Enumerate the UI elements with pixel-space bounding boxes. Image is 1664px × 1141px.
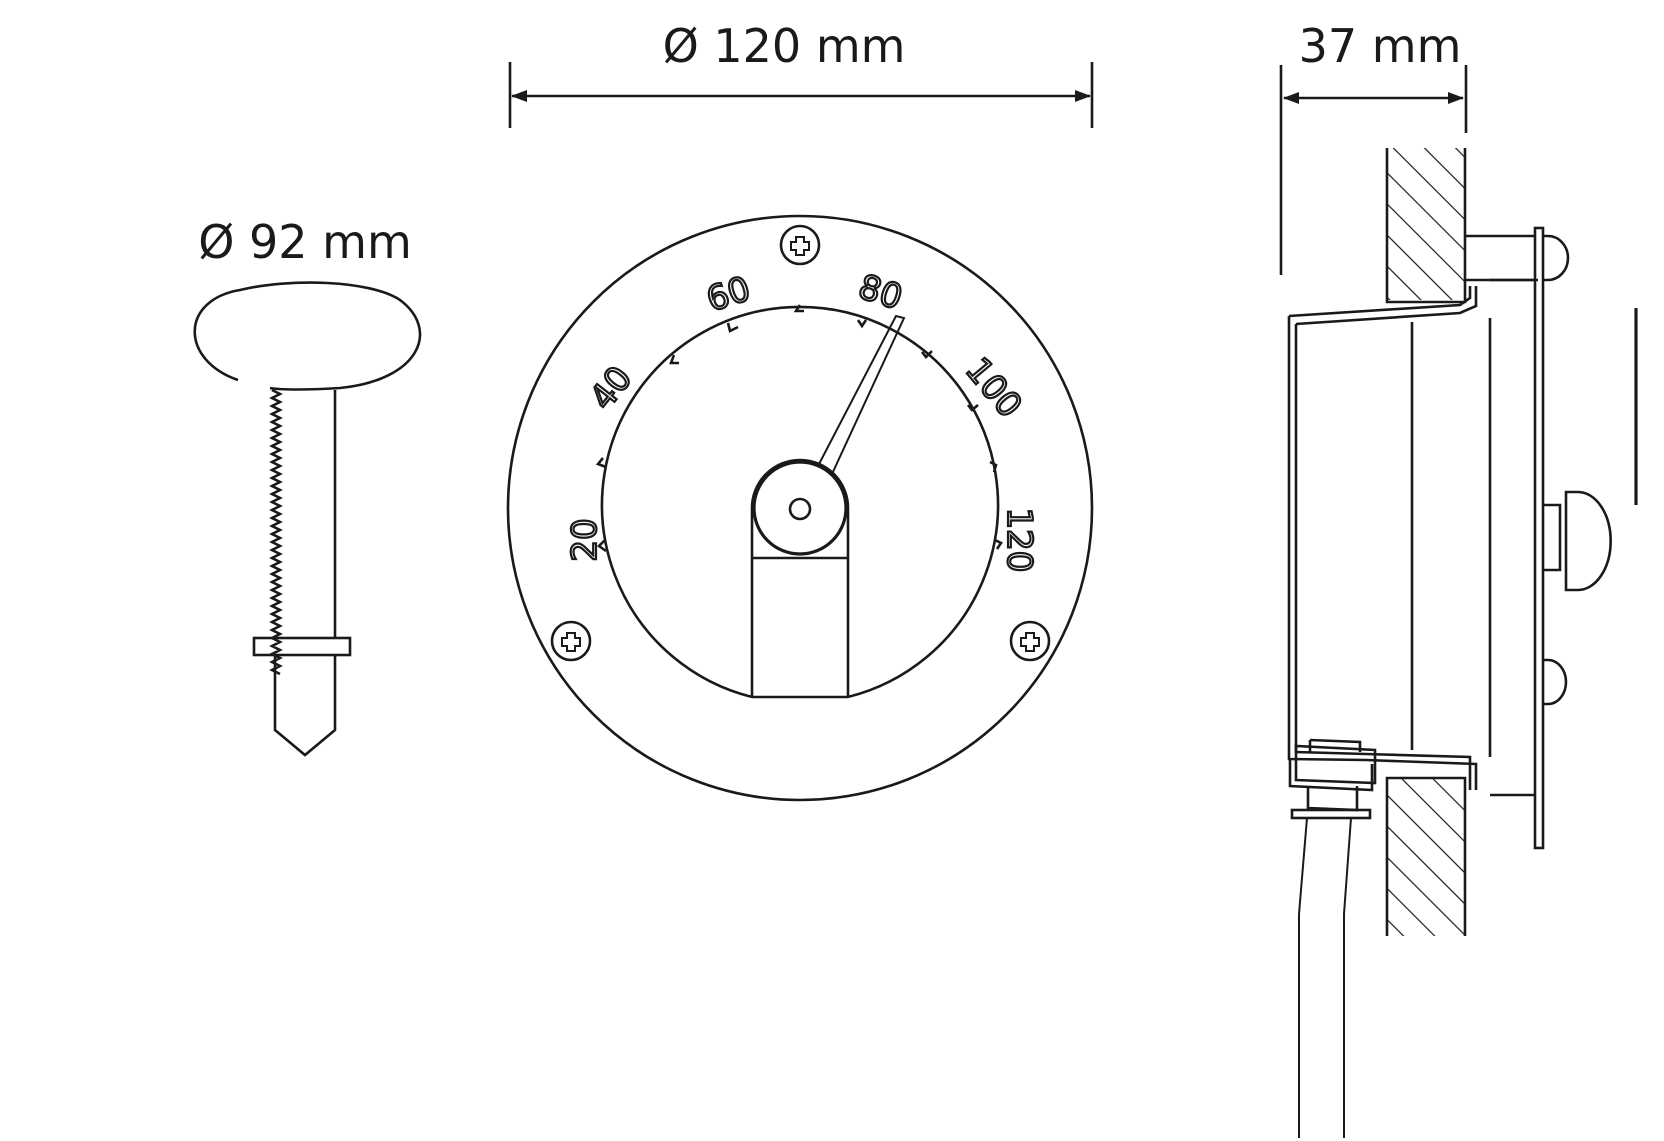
scale-ticks: [595, 304, 1003, 553]
scale-label-40: 40: [582, 359, 640, 418]
needle-housing: [750, 458, 850, 697]
backplate-ellipse: [193, 281, 422, 391]
screw-right: [1009, 620, 1051, 662]
scale-arc: [600, 305, 1000, 699]
adjustment-knob: [1564, 490, 1612, 592]
scale-label-20: 20: [565, 518, 605, 561]
front-plate: [1533, 226, 1545, 850]
side-section-view: 37 mm: [1279, 19, 1638, 1138]
dial-outer-rim: [506, 214, 1094, 802]
needle-hub: [752, 460, 848, 556]
backplate-diameter-label: Ø 92 mm: [198, 215, 412, 269]
scale-label-100: 100: [957, 350, 1029, 425]
dial-diameter-label: Ø 120 mm: [663, 19, 906, 73]
mount-depth-label: 37 mm: [1299, 19, 1462, 73]
wall-section-top: [1385, 148, 1467, 304]
needle: [817, 314, 906, 475]
bottom-screw-head: [1543, 658, 1568, 706]
top-screw-head: [1543, 234, 1570, 282]
hub-pin: [788, 497, 812, 521]
top-screw-shank: [1466, 234, 1535, 282]
screw-tip: [273, 655, 337, 757]
screw-left: [550, 620, 592, 662]
threaded-edge: [269, 388, 283, 676]
sensor-cable: [1298, 817, 1352, 1138]
screw-top: [779, 224, 821, 266]
cable-gland: [1288, 738, 1377, 820]
scale-label-60: 60: [702, 269, 756, 320]
mounting-screw-view: Ø 92 mm: [193, 215, 422, 757]
front-view: Ø 120 mm 20 40 60 80 100 120: [506, 19, 1094, 802]
scale-label-120: 120: [999, 508, 1039, 573]
housing-body: [1410, 318, 1492, 757]
scale-label-80: 80: [854, 267, 908, 318]
housing-bracket: [1287, 316, 1478, 790]
wall-section-bottom: [1385, 776, 1467, 936]
collar: [252, 636, 352, 657]
